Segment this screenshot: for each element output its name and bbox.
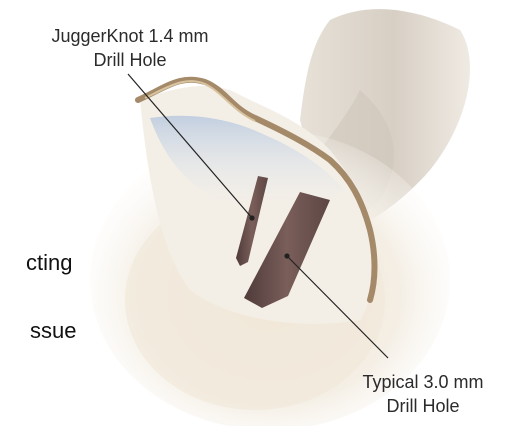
juggerknot-drill-hole-label: JuggerKnot 1.4 mm Drill Hole <box>0 24 260 72</box>
juggerknot-leader-dot <box>249 215 254 220</box>
typical-leader-dot <box>284 253 289 258</box>
juggerknot-label-line1: JuggerKnot 1.4 mm <box>0 24 260 48</box>
juggerknot-label-line2: Drill Hole <box>0 48 260 72</box>
typical-label-line1: Typical 3.0 mm <box>324 370 522 394</box>
cropped-text-line1: cting <box>26 250 72 276</box>
cropped-text-line2: ssue <box>30 318 76 344</box>
typical-drill-hole-label: Typical 3.0 mm Drill Hole <box>324 370 522 418</box>
typical-label-line2: Drill Hole <box>324 394 522 418</box>
